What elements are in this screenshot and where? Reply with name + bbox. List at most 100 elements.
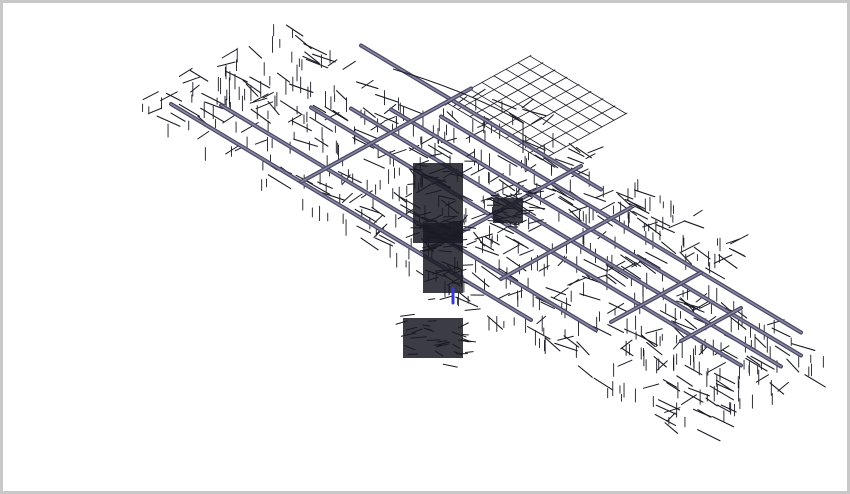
duct-segment [680, 297, 695, 312]
equipment-detail [527, 187, 537, 193]
roof-grid-line [493, 83, 580, 132]
equipment-detail [449, 220, 464, 223]
equipment-detail [429, 153, 443, 157]
duct-segment [608, 273, 626, 287]
duct-segment [222, 114, 237, 124]
duct-segment [420, 135, 436, 145]
equipment-detail [528, 206, 546, 210]
duct-segment [769, 382, 785, 395]
duct-segment [471, 272, 490, 288]
duct-segment [536, 315, 547, 325]
duct-segment [337, 171, 362, 184]
duct-segment [634, 189, 656, 198]
duct-segment [698, 345, 709, 356]
duct-segment [312, 104, 327, 114]
equipment-detail [465, 351, 474, 353]
equipment-detail [442, 363, 458, 368]
equipment-detail [436, 341, 447, 348]
duct-segment [638, 260, 656, 274]
duct-segment [276, 72, 291, 83]
duct-segment [557, 335, 574, 341]
roof-grid-line [469, 69, 556, 118]
duct-segment [327, 59, 338, 67]
duct-segment [280, 100, 303, 116]
roof-grid-line [517, 62, 615, 121]
equipment-detail [416, 270, 425, 276]
duct-segment [683, 303, 705, 313]
cross-pipe-highlight [300, 87, 472, 183]
duct-segment [502, 244, 520, 255]
duct-segment [293, 138, 319, 147]
equipment-detail [521, 197, 533, 204]
duct-segment [718, 254, 738, 269]
equipment-detail [523, 190, 537, 195]
equipment-detail [405, 326, 418, 331]
equipment-detail [489, 212, 505, 219]
duct-segment [492, 98, 517, 110]
duct-segment [317, 181, 333, 189]
duct-segment [249, 97, 268, 104]
equipment-detail [424, 276, 439, 282]
duct-segment [303, 43, 328, 56]
duct-segment [285, 24, 304, 37]
duct-segment [352, 137, 375, 149]
roof-grid-line [457, 62, 544, 110]
duct-segment [391, 149, 407, 155]
duct-segment [521, 98, 534, 109]
duct-segment [507, 290, 523, 296]
equipment-detail [443, 270, 451, 275]
duct-segment [569, 278, 580, 286]
duct-segment [372, 214, 384, 225]
equipment-detail [405, 192, 413, 198]
duct-segment [522, 108, 547, 117]
equipment-detail [487, 220, 504, 222]
equipment-detail [466, 240, 477, 246]
duct-segment [178, 103, 201, 117]
duct-segment [221, 48, 238, 59]
duct-segment [664, 422, 679, 434]
main-pipe-highlight [360, 44, 602, 191]
duct-segment [567, 277, 586, 286]
equipment-detail [442, 170, 451, 173]
duct-segment [650, 216, 671, 227]
duct-segment [607, 302, 625, 314]
duct-segment [697, 409, 711, 418]
equipment-detail [410, 336, 427, 339]
equipment-detail [503, 193, 516, 199]
main-pipe-highlight [440, 115, 802, 334]
roof-grid-line [457, 95, 555, 154]
equipment-detail [457, 339, 470, 343]
duct-segment [226, 71, 248, 83]
duct-segment [355, 81, 379, 90]
duct-segment [475, 246, 499, 256]
main-pipe-highlight [220, 104, 597, 331]
duct-segment [568, 142, 581, 153]
duct-segment [306, 180, 331, 195]
roof-grid-line [541, 112, 628, 161]
duct-segment [489, 222, 514, 235]
duct-segment [554, 342, 578, 352]
duct-segment [551, 184, 567, 197]
duct-segment [552, 188, 575, 201]
equipment-detail [428, 298, 436, 301]
duct-segment [540, 301, 555, 310]
duct-segment [641, 336, 659, 346]
duct-segment [190, 84, 200, 93]
duct-segment [544, 337, 561, 352]
equipment-detail [508, 222, 517, 226]
equipment-detail [425, 189, 442, 195]
equipment-detail [405, 231, 420, 238]
duct-segment [709, 385, 735, 401]
duct-segment [497, 155, 518, 167]
equipment-detail [400, 313, 415, 317]
duct-segment [732, 249, 746, 258]
duct-segment [342, 60, 356, 70]
equipment-detail [464, 308, 481, 311]
duct-segment [484, 236, 500, 246]
equipment-detail [504, 219, 520, 226]
equipment-detail [407, 183, 416, 186]
duct-segment [615, 191, 634, 200]
duct-segment [255, 101, 274, 110]
duct-segment [349, 193, 363, 204]
